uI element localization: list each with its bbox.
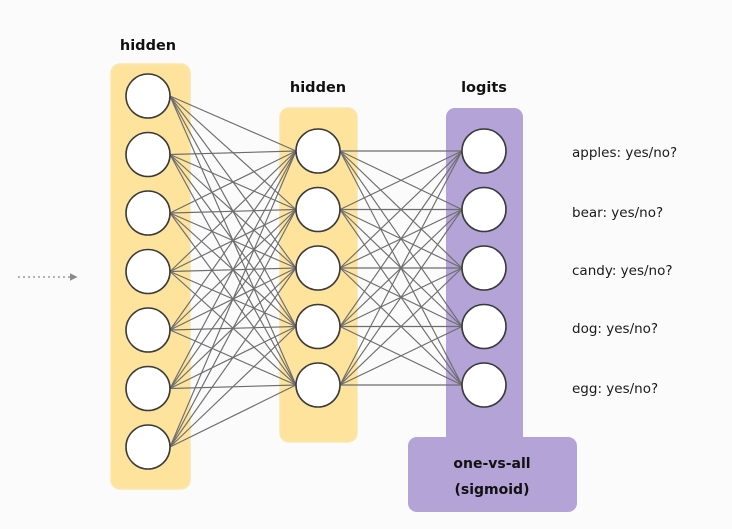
edge-h2-logits-5-2 xyxy=(339,209,463,386)
edge-h1-h2-7-1 xyxy=(169,150,297,448)
hidden-layer-1-node-3 xyxy=(125,190,171,236)
hidden-layer-1-node-1 xyxy=(125,73,171,119)
edge-h1-h2-5-1 xyxy=(169,150,297,331)
edge-h1-h2-7-5 xyxy=(169,384,297,448)
edge-h2-logits-5-1 xyxy=(339,150,463,386)
logits-node-3 xyxy=(461,245,507,291)
class-label-candy: candy: yes/no? xyxy=(572,263,673,279)
edge-h2-logits-4-1 xyxy=(339,150,463,327)
edge-h2-logits-5-3 xyxy=(339,267,463,386)
hidden-layer-2-node-2 xyxy=(295,186,341,233)
connections xyxy=(169,95,463,448)
edge-h2-logits-3-1 xyxy=(339,150,463,269)
hidden-layer-1-nodes xyxy=(125,73,171,470)
class-label-bear: bear: yes/no? xyxy=(572,205,663,221)
edge-h1-h2-3-1 xyxy=(169,150,297,214)
activation-label-line1: one-vs-all xyxy=(453,456,530,472)
edge-h1-h2-7-3 xyxy=(169,267,297,448)
logits-node-4 xyxy=(461,303,507,350)
hidden-layer-2-node-4 xyxy=(295,303,341,350)
logits-layer-nodes xyxy=(461,128,507,408)
edge-h1-h2-4-1 xyxy=(169,150,297,272)
class-label-egg: egg: yes/no? xyxy=(572,381,658,397)
logits-layer-title: logits xyxy=(461,80,507,96)
hidden-layer-1-node-5 xyxy=(125,307,171,353)
edge-h1-h2-1-1 xyxy=(169,95,297,152)
edge-h1-h2-6-1 xyxy=(169,150,297,389)
edge-h2-logits-5-4 xyxy=(339,325,463,386)
class-label-apples: apples: yes/no? xyxy=(572,145,677,161)
hidden-layer-2-nodes xyxy=(295,128,341,408)
activation-box xyxy=(408,437,577,512)
hidden-layer-2-node-5 xyxy=(295,362,341,408)
edge-h1-h2-7-2 xyxy=(169,209,297,448)
edge-h1-h2-2-1 xyxy=(169,150,297,156)
class-label-dog: dog: yes/no? xyxy=(572,321,658,337)
hidden-layer-1-node-7 xyxy=(125,424,171,470)
hidden-layer-1-title: hidden xyxy=(120,38,176,54)
hidden-layer-2-title: hidden xyxy=(290,80,346,96)
logits-node-1 xyxy=(461,128,507,174)
hidden-layer-1-node-4 xyxy=(125,248,171,295)
edge-h1-h2-7-4 xyxy=(169,326,297,448)
hidden-layer-2-node-1 xyxy=(295,128,341,174)
hidden-layer-1-node-6 xyxy=(125,365,171,412)
activation-label-line2: (sigmoid) xyxy=(455,482,530,498)
logits-node-5 xyxy=(461,362,507,408)
logits-node-2 xyxy=(461,186,507,233)
edge-h2-logits-2-1 xyxy=(339,150,463,211)
hidden-layer-1-node-2 xyxy=(125,131,171,178)
hidden-layer-2-node-3 xyxy=(295,245,341,291)
